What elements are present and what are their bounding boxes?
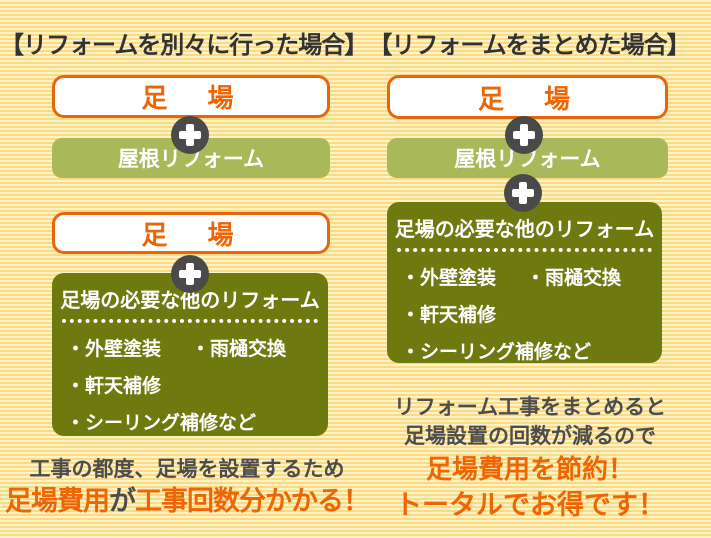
plus-icon: [504, 174, 542, 212]
left-roof-reform-label: 屋根リフォーム: [117, 148, 265, 171]
left-caption-line-1: 工事の都度、足場を設置するため: [29, 458, 345, 481]
left-scaffold-label-2: 足 場: [141, 219, 241, 250]
list-item: ・外壁塗装: [66, 339, 162, 360]
dotted-divider: [397, 248, 652, 252]
list-item: ・シーリング補修など: [401, 342, 592, 363]
list-item: ・シーリング補修など: [66, 413, 257, 434]
left-other-reform-box: 足場の必要な他のリフォーム ・外壁塗装 ・雨樋交換 ・軒天補修 ・シーリング補修…: [52, 273, 328, 436]
right-other-reform-list: ・外壁塗装 ・雨樋交換 ・軒天補修 ・シーリング補修など: [387, 252, 662, 364]
list-item: ・軒天補修: [66, 376, 162, 397]
left-scaffold-label-1: 足 場: [141, 83, 241, 113]
right-roof-reform-label: 屋根リフォーム: [454, 148, 601, 171]
list-item: ・雨樋交換: [526, 268, 622, 289]
right-caption-line-1: リフォーム工事をまとめると: [393, 396, 667, 419]
left-scaffold-box-2: 足 場: [52, 212, 330, 254]
plus-icon: [171, 255, 209, 293]
left-column-title: 【リフォームを別々に行った場合】: [0, 32, 368, 59]
list-item: ・雨樋交換: [191, 339, 287, 360]
dotted-divider: [62, 319, 318, 323]
plus-icon: [171, 116, 209, 154]
right-scaffold-label: 足 場: [477, 83, 577, 114]
right-column-title: 【リフォームをまとめた場合】: [368, 32, 690, 59]
list-item-row: ・外壁塗装 ・雨樋交換: [66, 334, 322, 361]
list-item: ・軒天補修: [401, 305, 497, 326]
right-other-reform-box: 足場の必要な他のリフォーム ・外壁塗装 ・雨樋交換 ・軒天補修 ・シーリング補修…: [387, 202, 662, 363]
left-caption-highlight-1: 足場費用: [5, 486, 110, 516]
left-scaffold-box-1: 足 場: [52, 75, 330, 118]
right-scaffold-box: 足 場: [387, 75, 668, 119]
left-caption-connector: が: [109, 486, 136, 516]
left-other-reform-heading: 足場の必要な他のリフォーム: [60, 290, 320, 312]
right-caption-highlight-1: 足場費用を節約！: [425, 454, 634, 484]
right-roof-reform-box: 屋根リフォーム: [387, 138, 668, 178]
right-caption-highlight-2: トータルでお得です！: [395, 490, 665, 520]
left-other-reform-list: ・外壁塗装 ・雨樋交換 ・軒天補修 ・シーリング補修など: [52, 323, 328, 435]
list-item: ・外壁塗装: [401, 268, 497, 289]
right-caption-line-2: 足場設置の回数が減るので: [404, 425, 656, 448]
plus-icon: [505, 116, 543, 154]
list-item-row: ・外壁塗装 ・雨樋交換: [401, 263, 656, 290]
left-caption-line-2: 足場費用が工事回数分かかる！: [0, 479, 374, 518]
left-caption-highlight-2: 工事回数分かかる！: [135, 486, 370, 516]
right-other-reform-heading: 足場の必要な他のリフォーム: [394, 219, 655, 241]
